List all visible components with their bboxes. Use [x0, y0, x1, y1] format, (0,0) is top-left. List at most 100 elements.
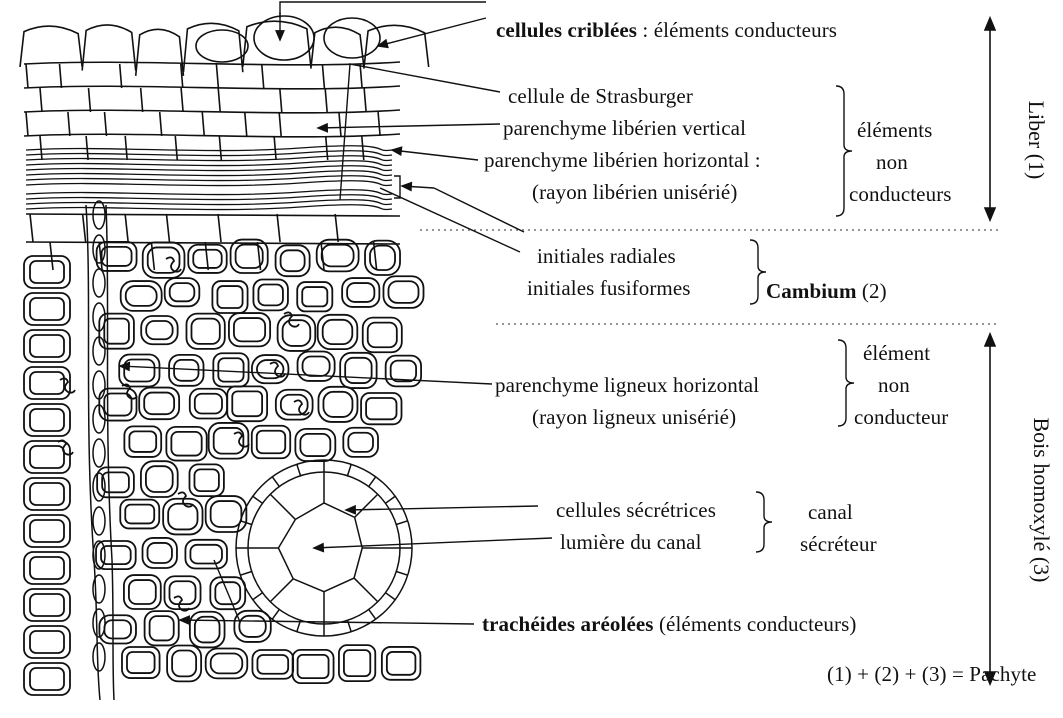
label-cambium: Cambium (2) — [766, 279, 887, 303]
leader-criblees-b — [378, 18, 486, 46]
tracheid-lumen — [302, 287, 327, 306]
phloem-cell-wall — [325, 88, 327, 112]
secretory-cell-wall — [354, 578, 378, 602]
brace-cambium — [750, 240, 766, 304]
label-element: élément — [863, 341, 930, 365]
tracheid-lumen — [148, 543, 172, 563]
tracheid-lumen — [194, 469, 218, 491]
secretory-cell-wall — [355, 494, 378, 517]
phloem-cell-wall — [280, 88, 282, 112]
sieve-cell — [311, 27, 364, 68]
cambium-cell-wall — [218, 214, 221, 242]
tracheid-lumen — [391, 361, 416, 382]
phloem-cell-wall — [245, 112, 247, 136]
tracheid-lumen — [303, 356, 330, 375]
tracheid-lumen — [345, 358, 371, 383]
leader-lumiere-canal-head — [314, 544, 323, 552]
ray-cell — [93, 507, 105, 535]
bordered-pit — [234, 432, 249, 446]
liber-band-line — [26, 190, 392, 195]
tracheid-lumen — [211, 501, 242, 527]
canal-sheath-cell-wall — [253, 593, 263, 600]
tracheid-lumen — [174, 360, 198, 381]
tracheid-lumen — [125, 505, 154, 524]
phloem-cell-wall — [68, 112, 70, 136]
tracheid-lumen — [126, 286, 157, 306]
cambium-cell-wall — [205, 242, 208, 270]
leader-parenchyme-horizontal-head — [392, 147, 402, 155]
label-rayon-liberien: (rayon libérien unisérié) — [532, 180, 737, 204]
canal-sheath-cell-wall — [396, 521, 407, 525]
tracheid-lumen — [239, 616, 265, 637]
label-cellules-criblees: cellules criblées : éléments conducteurs — [496, 18, 837, 42]
leader-cellules-secretrices — [346, 506, 538, 510]
leader-rayon-liberien-head — [402, 183, 411, 191]
phloem-cell-wall — [125, 136, 127, 160]
tracheid-lumen — [234, 318, 265, 341]
label-parenchyme-liberien-vertical: parenchyme libérien vertical — [503, 116, 746, 140]
canal-sheath-cell-wall — [396, 571, 407, 575]
label-formula: (1) + (2) + (3) = Pachyte — [827, 662, 1036, 686]
ray-cell — [93, 541, 105, 569]
phloem-row-line — [24, 134, 400, 137]
liber-band-line — [26, 200, 392, 205]
tracheid-lumen — [30, 668, 64, 690]
cambium-cell-wall — [125, 214, 128, 242]
liber-band-line — [26, 195, 392, 200]
phloem-cell-wall — [40, 88, 42, 112]
tracheid-lumen — [146, 321, 172, 339]
tracheid-lumen — [217, 286, 242, 308]
liber-band-line — [26, 161, 392, 166]
leader-tracheides-head — [180, 616, 189, 624]
liber-band-line — [26, 151, 392, 156]
label-tracheides-rest: (éléments conducteurs) — [654, 612, 857, 636]
phloem-cell-wall — [202, 112, 204, 136]
sieve-cell — [364, 25, 429, 67]
phloem-row-line — [24, 62, 400, 65]
tracheid-lumen — [30, 483, 64, 505]
phloem-cell-wall — [105, 112, 107, 136]
phloem-cell-wall — [40, 136, 42, 160]
label-bois-homoxyle: Bois homoxylé (3) — [1029, 375, 1053, 625]
tracheid-lumen — [129, 580, 156, 604]
tracheid-lumen — [30, 594, 64, 616]
canal-sheath-cell-wall — [385, 496, 395, 503]
phloem-cell-wall — [26, 64, 28, 88]
phloem-cell-wall — [360, 64, 362, 88]
tracheid-lumen — [258, 285, 283, 306]
phloem-cell-wall — [216, 64, 218, 88]
tracheid-lumen — [322, 245, 354, 267]
tracheid-lumen — [323, 320, 353, 344]
label-non: non — [876, 150, 908, 174]
scale-liber-top — [985, 18, 995, 30]
phloem-row-line — [24, 86, 400, 89]
leader-strasburger — [340, 64, 500, 200]
leader-criblees-a-head — [276, 31, 284, 40]
tracheid-lumen — [172, 651, 196, 677]
leader-initiales-line — [434, 188, 524, 232]
phloem-cell-wall — [262, 64, 264, 88]
tracheid-lumen — [104, 620, 131, 638]
label-initiales-radiales: initiales radiales — [537, 244, 676, 268]
tracheid-lumen — [387, 652, 416, 675]
liber-band-line — [26, 171, 392, 176]
canal-sheath-cell-wall — [369, 477, 376, 487]
liber-band-line — [26, 181, 392, 186]
ray-strand-right — [106, 205, 114, 700]
phloem-cell-wall — [364, 88, 366, 112]
tracheid-lumen — [218, 358, 243, 381]
label-parenchyme-liberien-horizontal: parenchyme libérien horizontal : — [484, 148, 761, 172]
label-initiales-fusiformes: initiales fusiformes — [527, 276, 691, 300]
sieve-cell — [20, 26, 82, 67]
label-canal: canal — [808, 500, 853, 524]
canal-sheath-cell-wall — [240, 571, 251, 575]
tracheid-lumen — [300, 434, 330, 456]
sieve-cell — [136, 29, 184, 76]
label-cellules-secretrices: cellules sécrétrices — [556, 498, 716, 522]
leader-lines — [120, 2, 552, 624]
tracheid-lumen — [30, 520, 64, 542]
tracheid-lumen — [257, 655, 288, 674]
tracheid-lumen — [298, 655, 329, 678]
label-cambium-number: (2) — [857, 279, 887, 303]
